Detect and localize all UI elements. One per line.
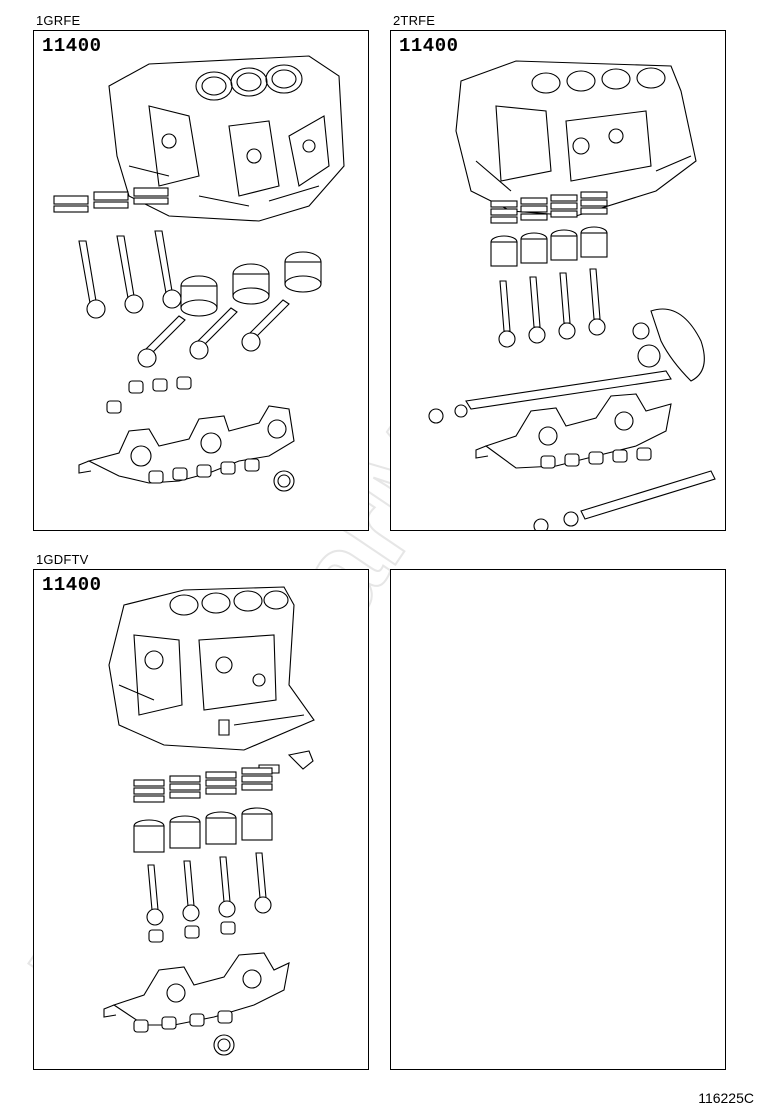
cylinder-block (108, 586, 315, 751)
connecting-rods (146, 852, 272, 926)
balance-shaft-upper (428, 370, 672, 424)
connecting-rods (78, 230, 182, 319)
bearings-upper (106, 376, 192, 414)
reference-code: 116225C (698, 1090, 754, 1106)
cylinder-block (108, 55, 345, 222)
bearings-lower (148, 458, 260, 484)
engine-block-exploded-drawing (428, 60, 716, 530)
oil-jet-fittings (218, 719, 314, 774)
bearings-lower (133, 1010, 233, 1033)
connecting-rods-lower (137, 299, 290, 368)
engine-block-exploded-drawing (103, 586, 315, 1056)
engine-block-exploded-drawing (53, 55, 345, 492)
part-number[interactable]: 11400 (399, 35, 459, 57)
engine-label-1grfe: 1GRFE (36, 13, 81, 28)
connecting-rods (498, 268, 606, 348)
pistons (180, 251, 322, 317)
panel-empty (390, 569, 726, 1070)
panel-1gdftv[interactable]: 11400 (33, 569, 369, 1070)
part-number[interactable]: 11400 (42, 35, 102, 57)
piston-rings (53, 187, 169, 213)
timing-chain (632, 308, 705, 382)
bearings-upper (148, 921, 236, 943)
panel-1grfe[interactable]: 11400 (33, 30, 369, 531)
panel-2trfe[interactable]: 11400 (390, 30, 726, 531)
piston-rings (133, 767, 273, 803)
part-number[interactable]: 11400 (42, 574, 102, 596)
bearings (540, 447, 652, 469)
balance-shaft-lower (533, 470, 716, 530)
pistons (490, 226, 608, 267)
engine-label-1gdftv: 1GDFTV (36, 552, 89, 567)
piston-rings (490, 191, 608, 224)
engine-label-2trfe: 2TRFE (393, 13, 436, 28)
pistons (133, 807, 273, 853)
thrust-washers (273, 470, 295, 492)
thrust-washers (213, 1034, 235, 1056)
cylinder-block (455, 60, 697, 217)
